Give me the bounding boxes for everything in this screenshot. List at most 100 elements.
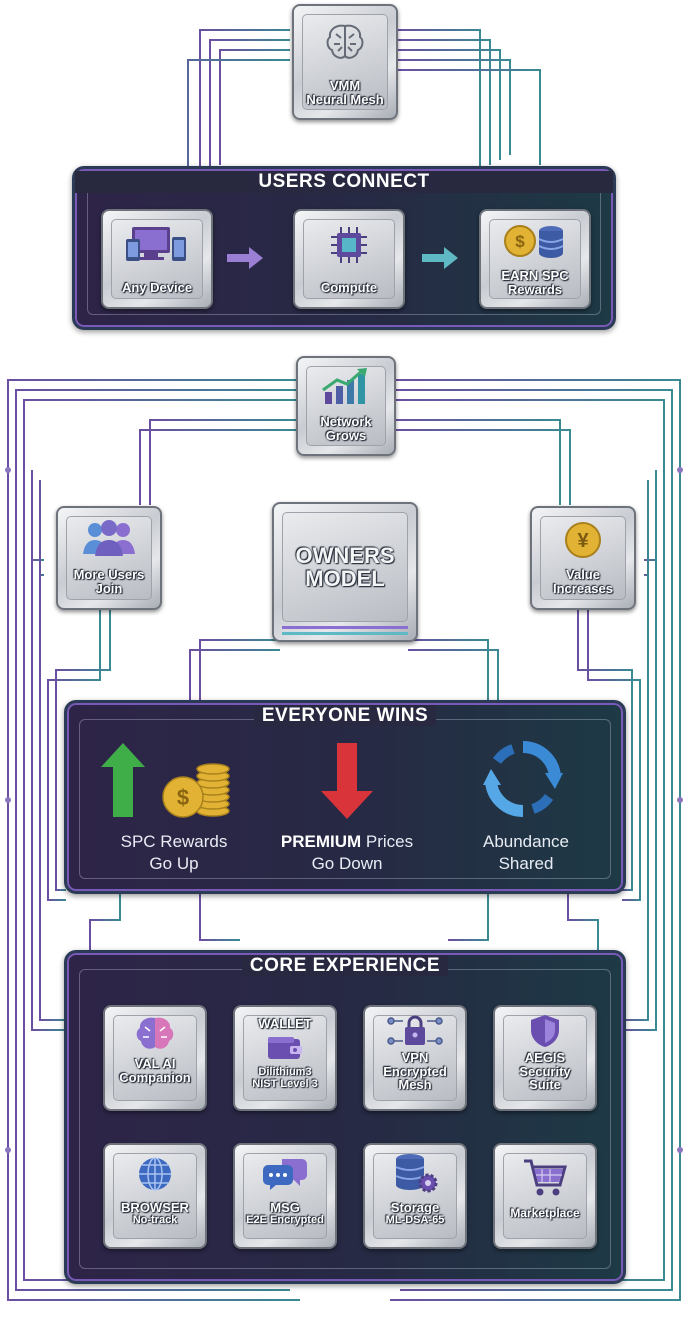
browser-line1: BROWSER	[121, 1200, 189, 1215]
vpn-label: VPN Encrypted Mesh	[365, 1051, 465, 1092]
spc-rewards-line2: Go Up	[149, 854, 199, 873]
core-experience-title: CORE EXPERIENCE	[67, 955, 623, 977]
more-users-chip: More Users Join	[56, 506, 162, 610]
increases-label: Increases	[553, 580, 613, 596]
lock-network-icon	[387, 1015, 443, 1045]
prices-text: Prices	[361, 832, 414, 851]
msg-line2: E2E Encrypted	[246, 1213, 324, 1226]
more-users-line1: More Users	[73, 567, 145, 582]
compute-chip: Compute	[293, 209, 405, 309]
network-grows-label: Network Grows	[298, 415, 394, 442]
owners-label: OWNERS	[295, 543, 395, 568]
spc-rewards-line1: SPC Rewards	[120, 832, 228, 851]
neural-mesh-label: Neural Mesh	[306, 91, 384, 107]
owners-model-label: OWNERS MODEL	[274, 544, 416, 590]
storage-line2: ML-DSA-65	[385, 1213, 445, 1226]
value-label: Value	[566, 567, 600, 582]
network-label: Network	[320, 414, 372, 429]
any-device-chip: Any Device	[101, 209, 213, 309]
wallet-line2: NIST Level 3	[252, 1077, 318, 1090]
owners-model-chip: OWNERS MODEL	[272, 502, 418, 642]
chip-label: VMM Neural Mesh	[294, 79, 396, 106]
shield-icon	[531, 1015, 559, 1047]
browser-line2: No-track	[132, 1213, 178, 1226]
earn-spc-line2: Rewards	[507, 281, 563, 297]
owners-stripe-purple	[282, 626, 408, 629]
svg-text:$: $	[515, 232, 525, 251]
abundance-line1: Abundance	[482, 832, 570, 851]
msg-label: MSG E2E Encrypted	[235, 1201, 335, 1226]
any-device-label: Any Device	[121, 280, 193, 295]
vmm-neural-mesh-chip: VMM Neural Mesh	[292, 4, 398, 120]
svg-text:$: $	[177, 785, 189, 810]
arrow-up-coins-icon: $	[101, 743, 230, 818]
coins-icon: $	[504, 225, 564, 258]
aegis-line3: Suite	[529, 1077, 561, 1093]
vpn-line2: Encrypted	[383, 1063, 447, 1079]
msg-line1: MSG	[270, 1200, 300, 1215]
storage-chip: Storage ML-DSA-65	[363, 1143, 467, 1249]
premium-bold: PREMIUM	[280, 832, 362, 851]
wallet-line1: Dilithium3	[258, 1066, 312, 1078]
everyone-wins-title: EVERYONE WINS	[67, 705, 623, 727]
chip-die	[306, 366, 386, 446]
more-users-line2: Join	[95, 580, 123, 596]
svg-text:¥: ¥	[577, 530, 589, 552]
model-label: MODEL	[305, 566, 385, 592]
val-ai-line1: VAL AI	[134, 1056, 176, 1071]
browser-label: BROWSER No-track	[105, 1201, 205, 1226]
users-group-icon	[83, 520, 135, 556]
storage-line1: Storage	[390, 1200, 440, 1215]
globe-icon	[139, 1157, 171, 1191]
storage-label: Storage ML-DSA-65	[365, 1201, 465, 1226]
devices-icon	[126, 227, 186, 261]
earn-spc-line1: EARN SPC	[501, 268, 569, 283]
wallet-label: Dilithium3 NIST Level 3	[235, 1066, 335, 1090]
abundance-text: Abundance Shared	[443, 831, 609, 875]
network-grows-chip: Network Grows	[296, 356, 396, 456]
arrow-right-teal-icon	[422, 247, 458, 269]
compute-label: Compute	[320, 280, 378, 295]
yen-coin-icon: ¥	[565, 522, 601, 558]
aegis-line2: Security	[519, 1063, 571, 1079]
spc-rewards-text: SPC Rewards Go Up	[91, 831, 257, 875]
earn-spc-label: EARN SPC Rewards	[481, 269, 589, 296]
val-ai-label: VAL AI Companion	[105, 1057, 205, 1084]
database-gear-icon	[395, 1154, 438, 1193]
premium-prices-text: PREMIUM Prices Go Down	[257, 831, 437, 875]
more-users-label: More Users Join	[58, 568, 160, 595]
owners-stripe-teal	[282, 632, 408, 635]
val-ai-chip: VAL AI Companion	[103, 1005, 207, 1111]
value-increases-chip: ¥ Value Increases	[530, 506, 636, 610]
msg-chip: MSG E2E Encrypted	[233, 1143, 337, 1249]
growth-chart-icon	[322, 368, 367, 404]
chip-die	[282, 512, 408, 622]
chip-die	[489, 219, 581, 299]
value-increases-label: Value Increases	[532, 568, 634, 595]
recycle-arrows-icon	[483, 740, 563, 818]
wallet-chip: WALLET Dilithium3 NIST Level 3	[233, 1005, 337, 1111]
cart-icon	[524, 1159, 567, 1196]
wallet-title-label: WALLET	[258, 1016, 312, 1031]
chat-bubbles-icon	[263, 1159, 307, 1190]
premium-prices-line2: Go Down	[311, 854, 383, 873]
users-connect-panel: USERS CONNECT Any Device Compute	[72, 166, 616, 330]
wallet-icon	[268, 1037, 302, 1059]
vpn-chip: VPN Encrypted Mesh	[363, 1005, 467, 1111]
aegis-label: AEGIS Security Suite	[495, 1051, 595, 1092]
browser-chip: BROWSER No-track	[103, 1143, 207, 1249]
aegis-chip: AEGIS Security Suite	[493, 1005, 597, 1111]
arrow-down-icon	[321, 743, 373, 819]
earn-spc-chip: $ EARN SPC Rewards	[479, 209, 591, 309]
everyone-wins-panel: EVERYONE WINS $ SPC Rewards Go Up PREMIU…	[64, 700, 626, 894]
arrow-right-purple-icon	[227, 247, 263, 269]
vpn-line1: VPN	[401, 1050, 429, 1065]
abundance-line2: Shared	[498, 854, 554, 873]
brain-icon	[326, 24, 364, 59]
marketplace-label: Marketplace	[510, 1206, 580, 1220]
premium-prices-line1: PREMIUM Prices	[257, 831, 437, 853]
vmm-label: VMM	[329, 78, 361, 93]
core-experience-panel: CORE EXPERIENCE VAL AI Companion WALLET …	[64, 950, 626, 1284]
vpn-line3: Mesh	[398, 1077, 432, 1093]
